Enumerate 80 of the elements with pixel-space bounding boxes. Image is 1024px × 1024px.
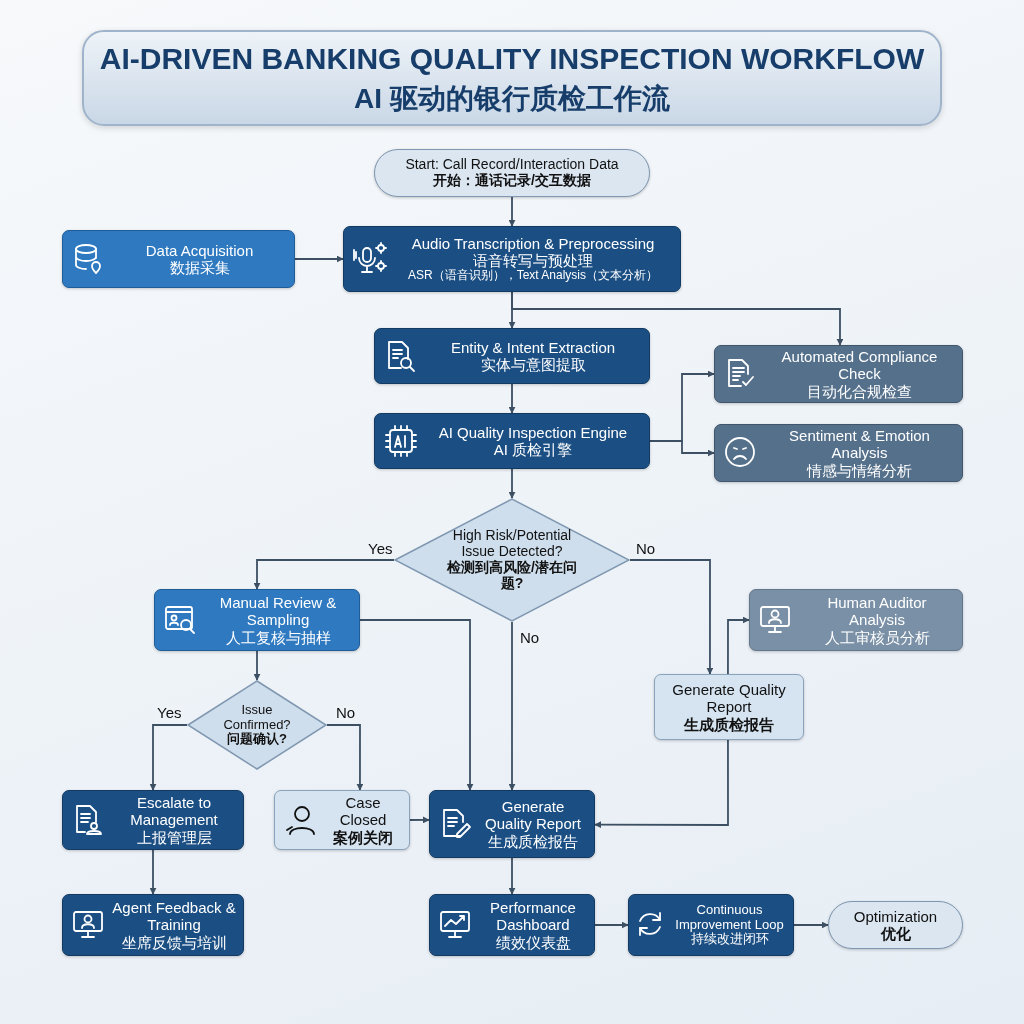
node-subtitle: 人工审核员分析: [824, 628, 930, 646]
node-subtitle: 生成质检报告: [684, 715, 774, 733]
connector-arrow: [508, 383, 516, 414]
process-box: [714, 345, 963, 403]
node-title: Generate Quality Report: [671, 681, 787, 716]
node-subtitle: 绩效仪表盘: [495, 933, 571, 951]
node-subtitle: AI 质检引擎: [493, 441, 573, 459]
node-title: Performance Dashboard: [489, 899, 577, 934]
process-box: [62, 894, 244, 956]
node-subtitle: 上报管理层: [136, 828, 212, 846]
process-box: [374, 413, 650, 469]
terminal-pill: [828, 901, 963, 949]
process-box: [714, 424, 963, 482]
connector-arrow: [359, 619, 474, 791]
connector-arrow: [149, 849, 157, 895]
connector-arrow: [508, 621, 516, 791]
node-title: AI Quality Inspection Engine: [438, 423, 628, 441]
connector-arrow: [649, 440, 715, 457]
node-title: Generate Quality Report: [484, 798, 582, 833]
node-title: High Risk/Potential Issue Detected?: [451, 528, 573, 560]
decision-diamond: [394, 498, 630, 622]
connector-arrow: [793, 921, 829, 929]
node-subtitle: 优化: [880, 925, 911, 943]
connector-arrow: [253, 559, 395, 590]
connector-arrow: [727, 616, 750, 675]
node-title: Case Closed: [338, 794, 388, 829]
process-box: [628, 894, 794, 956]
node-subtitle: 数据采集: [169, 259, 230, 277]
node-subtitle: 目动化合规检查: [807, 382, 912, 400]
process-box: [62, 230, 295, 288]
node-title: Optimization: [853, 907, 938, 925]
connector-arrow: [294, 255, 344, 263]
node-subtitle: 持续改进闭环: [690, 932, 769, 948]
node-subtitle: 开始：通话记录/交互数据: [433, 173, 591, 189]
connector-arrow: [511, 291, 844, 346]
decision-diamond: [187, 680, 327, 770]
node-subtitle: 检测到高风险/潜在问题?: [446, 560, 578, 592]
node-title: Agent Feedback & Training: [111, 899, 237, 934]
process-box: [429, 894, 595, 956]
process-box: [429, 790, 595, 858]
node-title: Escalate to Management: [129, 794, 219, 829]
node-subtitle: 情感与情绪分析: [807, 461, 912, 479]
node-subtitle: 生成质检报告: [488, 832, 578, 850]
node-title: Audio Transcription & Preprocessing: [411, 235, 655, 253]
node-title: Sentiment & Emotion Analysis: [788, 427, 931, 462]
connector-arrow: [149, 724, 188, 791]
node-title: Automated Compliance Check: [780, 348, 939, 383]
node-subtitle: 坐席反馈与培训: [121, 933, 227, 951]
subtitle: AI 驱动的银行质检工作流: [353, 82, 671, 116]
connector-arrow: [594, 739, 729, 829]
node-subtitle: 语音转写与预处理: [473, 252, 593, 270]
connector-arrow: [508, 468, 516, 499]
process-box: [749, 589, 963, 651]
process-box: [374, 328, 650, 384]
process-box: [274, 790, 410, 850]
process-box: [654, 674, 804, 740]
node-title: Start: Call Record/Interaction Data: [405, 157, 619, 173]
terminal-pill: [374, 149, 650, 197]
node-subtitle: 人工复核与抽样: [225, 628, 331, 646]
node-subtitle: 问题确认?: [227, 732, 287, 748]
title: AI-DRIVEN BANKING QUALITY INSPECTION WORKFLOW: [98, 42, 926, 76]
process-box: [343, 226, 681, 292]
connector-arrow: [326, 724, 364, 791]
process-box: [154, 589, 360, 651]
node-subtitle: 实体与意图提取: [480, 356, 586, 374]
connector-arrow: [594, 921, 629, 929]
connector-arrow: [508, 857, 516, 895]
node-title: Continuous Improvement Loop: [674, 902, 785, 933]
node-title: Data Acquisition: [145, 241, 254, 259]
node-title: Human Auditor Analysis: [826, 594, 928, 629]
node-title: Entity & Intent Extraction: [450, 338, 616, 356]
process-box: [62, 790, 244, 850]
node-title: Manual Review & Sampling: [218, 594, 338, 629]
node-detail: ASR（语音识别），Text Analysis（文本分析）: [407, 269, 658, 283]
connector-arrow: [629, 559, 714, 675]
connector-arrow: [253, 650, 261, 681]
connector-arrow: [508, 196, 516, 227]
node-subtitle: 案例关闭: [333, 828, 393, 846]
node-title: Issue Confirmed?: [222, 702, 292, 732]
connector-arrow: [409, 816, 430, 824]
